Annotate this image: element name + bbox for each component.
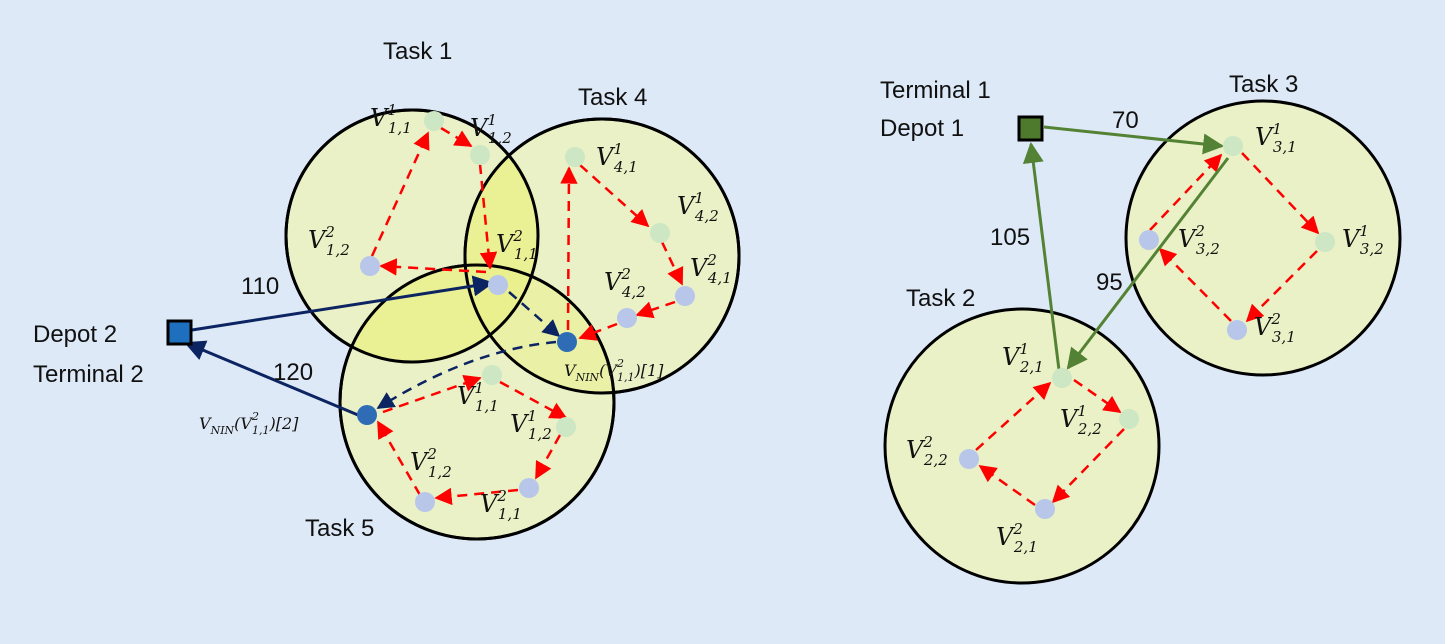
vertex-dot (650, 223, 670, 243)
depot1-to-task3-route (1043, 125, 1225, 155)
vertex-dot (617, 308, 637, 328)
task3-label: Task 3 (1229, 71, 1298, 98)
left-vertex-dots (357, 111, 695, 512)
depot2-label: Depot 2 (33, 321, 117, 348)
task3-to-task2-route (1066, 157, 1230, 370)
task2-to-depot1-route (1022, 141, 1061, 371)
cost-label-120: 120 (273, 359, 313, 386)
vertex-dot (1035, 499, 1055, 519)
navy-dashed-route (376, 291, 561, 410)
vertex-dot (959, 449, 979, 469)
task5-label: Task 5 (305, 515, 374, 542)
task5-route (376, 374, 568, 506)
task2-label: Task 2 (906, 285, 975, 312)
depot1-label: Depot 1 (880, 115, 964, 142)
task3-circle (1124, 99, 1402, 377)
vertex-dot (1227, 320, 1247, 340)
vertex-dot (415, 492, 435, 512)
task1-label: Task 1 (383, 38, 452, 65)
vertex-dot (675, 286, 695, 306)
task2-route (975, 378, 1125, 507)
vertex-dot (470, 145, 490, 165)
vertex-dot (360, 256, 380, 276)
task1-route (370, 126, 498, 276)
vertex-dot (1223, 136, 1243, 156)
depot2-square (166, 319, 193, 346)
task4-route (560, 164, 684, 341)
vertex-dot (488, 275, 508, 295)
cost-label-110: 110 (241, 273, 279, 300)
task2-circle (883, 307, 1161, 585)
vertex-dot (519, 478, 539, 498)
nin-vertex-2 (357, 405, 377, 425)
vertex-dot (556, 417, 576, 437)
cost-label-70: 70 (1112, 107, 1139, 134)
vertex-dot (565, 147, 585, 167)
task4-label: Task 4 (578, 84, 647, 111)
vertex-dot (482, 365, 502, 385)
terminal2-label: Terminal 2 (33, 361, 144, 388)
vertex-dot (1119, 409, 1139, 429)
right-vertex-dots (959, 136, 1335, 519)
vertex-dot (1052, 368, 1072, 388)
task3-route (1149, 152, 1320, 323)
vertex-dot (1315, 232, 1335, 252)
overlap-task1-task5 (340, 265, 538, 362)
vertex-dot (1139, 230, 1159, 250)
cost-label-95: 95 (1096, 269, 1123, 296)
terminal1-label: Terminal 1 (880, 77, 991, 104)
nin-to-depot2-route (184, 340, 359, 417)
vertex-dot (424, 111, 444, 131)
cost-label-105: 105 (990, 224, 1030, 251)
depot1-square (1017, 115, 1044, 142)
depot2-to-vertex-route (191, 275, 495, 332)
nin-vertex-1 (557, 332, 577, 352)
